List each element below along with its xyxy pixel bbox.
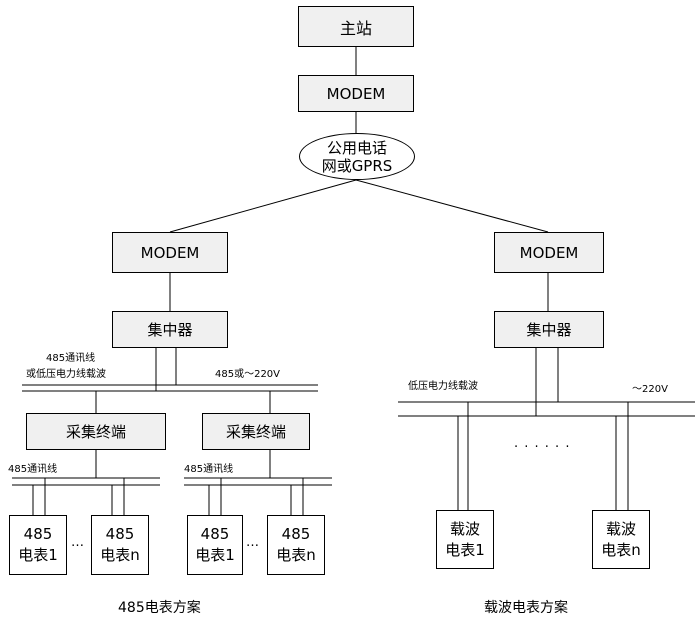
carrier-meter-n: 载波 电表n [592,510,650,569]
top-modem-box: MODEM [298,75,414,112]
wire-network-left [169,179,357,233]
network-label-line2: 网或GPRS [321,156,393,175]
meter-type-label: 485 [105,525,135,543]
right-concentrator-label: 集中器 [526,321,572,339]
master-station-label: 主站 [339,18,372,38]
collector-1-label: 采集终端 [65,423,126,441]
left-modem-label: MODEM [140,243,200,262]
top-modem-label: MODEM [326,84,386,103]
wire-network-right [355,179,549,233]
left-scheme-caption: 485电表方案 [118,600,201,616]
collector-box-2: 采集终端 [202,413,310,450]
carrier-meter-1: 载波 电表1 [436,510,494,569]
meter-id-label: 电表1 [18,546,58,564]
meter-type-label: 载波 [605,519,636,538]
meter-id-label: 电表1 [195,546,235,564]
left-concentrator-box: 集中器 [112,311,228,348]
meter-type-label: 485 [281,525,311,543]
left-bus-label-3: 485或～220V [215,369,281,380]
network-label-line1: 公用电话 [326,138,387,157]
left-concentrator-label: 集中器 [147,321,193,339]
left-bus-label-1: 485通讯线 [46,353,96,364]
meter-c1-n: 485 电表n [91,515,149,575]
meter-type-label: 485 [200,525,230,543]
meter-id-label: 电表n [100,546,140,564]
right-modem-label: MODEM [519,243,579,262]
left-modem-box: MODEM [112,232,228,273]
collector-2-label: 采集终端 [225,423,286,441]
right-meter-dots: · · · · · · [514,440,571,455]
collector-2-ellipsis: … [246,535,260,550]
network-ellipse: 公用电话 网或GPRS [299,133,415,180]
right-modem-box: MODEM [494,232,604,273]
meter-id-label: 电表1 [445,540,485,559]
collector-1-ellipsis: … [71,535,85,550]
meter-id-label: 电表n [276,546,316,564]
collector-1-line-label: 485通讯线 [8,464,58,475]
meter-id-label: 电表n [601,540,641,559]
meter-type-label: 485 [23,525,53,543]
right-voltage-label: ～220V [632,384,668,395]
meter-c2-n: 485 电表n [267,515,325,575]
meter-type-label: 载波 [449,519,480,538]
master-station-box: 主站 [298,6,414,47]
right-scheme-caption: 载波电表方案 [484,600,568,616]
right-bus-label: 低压电力线载波 [408,381,478,392]
collector-box-1: 采集终端 [26,413,166,450]
meter-c1-1: 485 电表1 [9,515,67,575]
collector-2-line-label: 485通讯线 [184,464,234,475]
meter-c2-1: 485 电表1 [187,515,243,575]
right-concentrator-box: 集中器 [494,311,604,348]
left-bus-label-2: 或低压电力线载波 [26,369,106,380]
